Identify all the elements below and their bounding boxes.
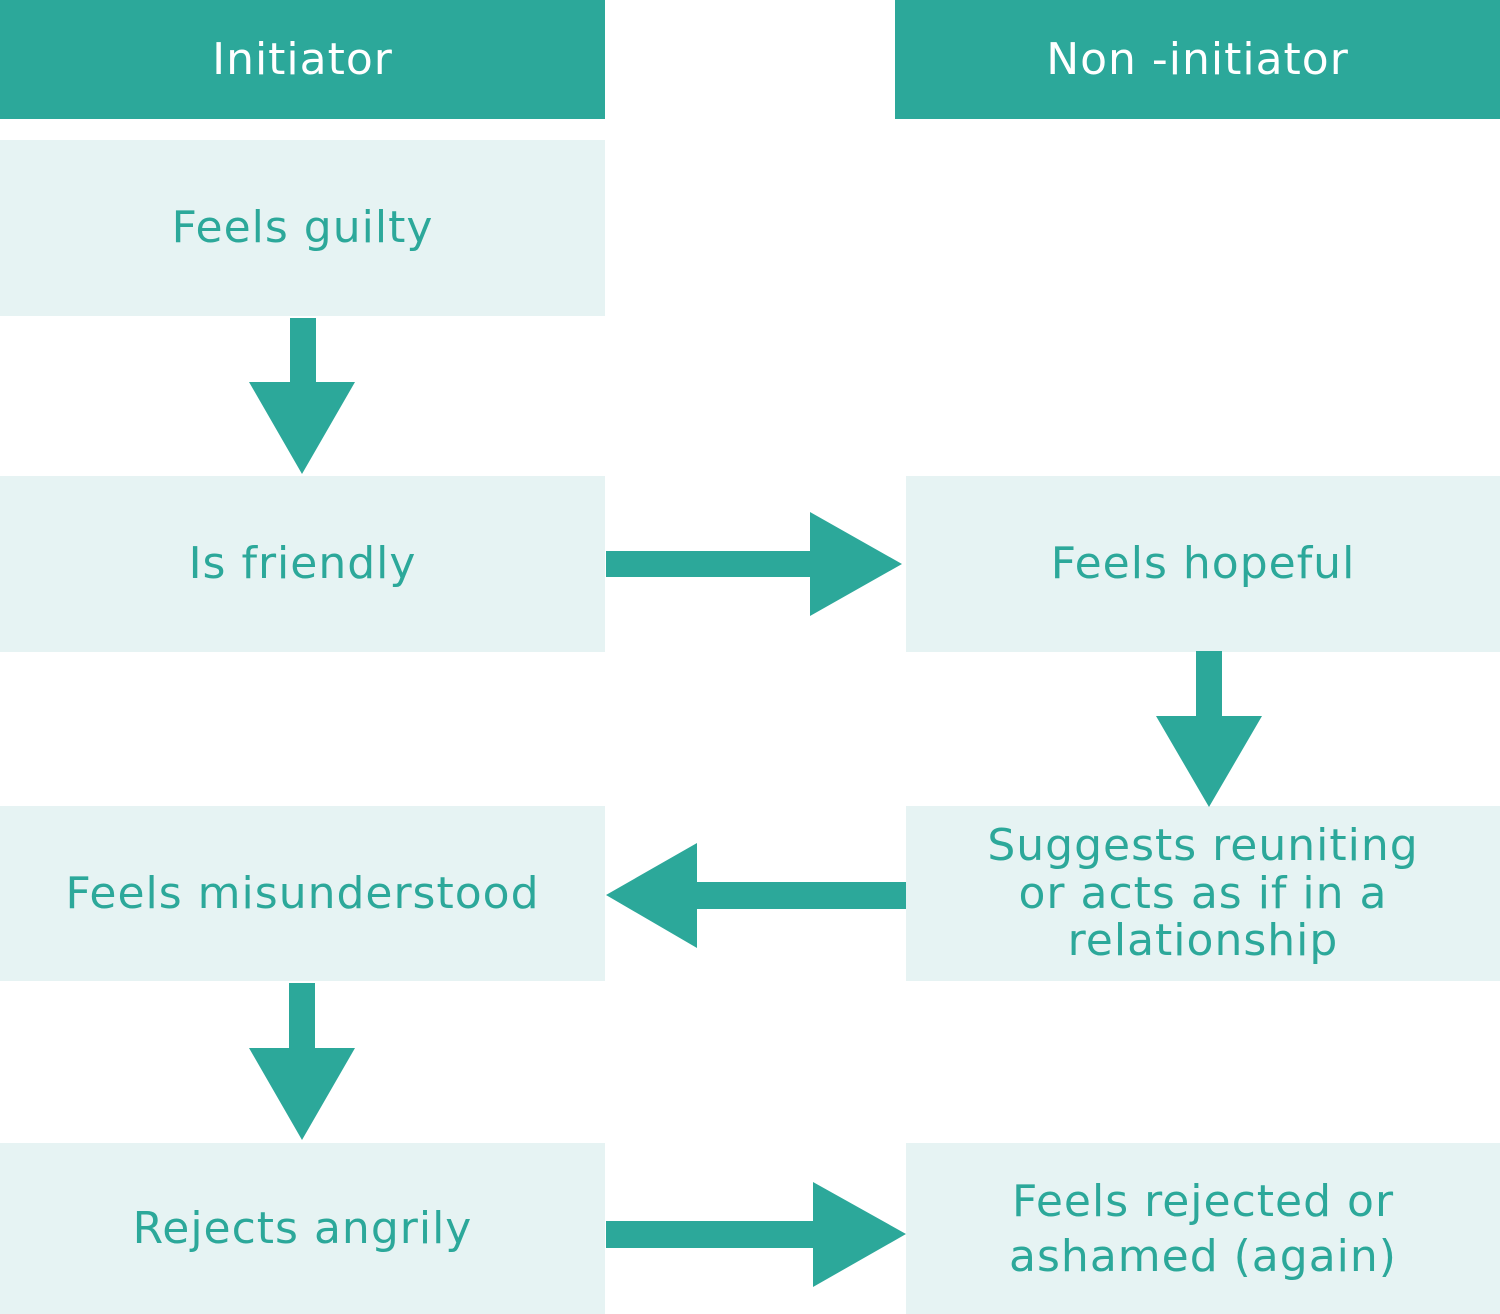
node-suggests-reuniting-line-3: relationship [1067,915,1339,967]
node-rejects-angrily: Rejects angrily [0,1143,605,1314]
arrow-feels-hopeful-to-suggests-reuniting [1156,651,1262,807]
node-feels-guilty: Feels guilty [0,140,605,316]
arrow-feels-misunderstood-to-rejects-angrily [249,983,355,1140]
node-feels-rejected: Feels rejected or ashamed (again) [906,1143,1500,1314]
node-suggests-reuniting-line-1: Suggests reuniting [987,820,1419,872]
arrow-is-friendly-to-feels-hopeful [606,512,902,616]
non-initiator-column-header: Non -initiator [895,0,1500,119]
node-feels-rejected-line-2: ashamed (again) [1009,1230,1397,1282]
node-feels-hopeful: Feels hopeful [906,476,1500,652]
arrow-rejects-angrily-to-feels-rejected [606,1182,906,1287]
arrow-feels-guilty-to-is-friendly [249,318,355,474]
node-suggests-reuniting-line-2: or acts as if in a [1018,867,1388,919]
initiator-column-header: Initiator [0,0,605,119]
node-suggests-reuniting: Suggests reuniting or acts as if in a re… [906,806,1500,981]
arrow-suggests-reuniting-to-feels-misunderstood [606,843,906,948]
node-feels-misunderstood: Feels misunderstood [0,806,605,981]
node-feels-rejected-line-1: Feels rejected or [1011,1175,1395,1227]
node-is-friendly: Is friendly [0,476,605,652]
